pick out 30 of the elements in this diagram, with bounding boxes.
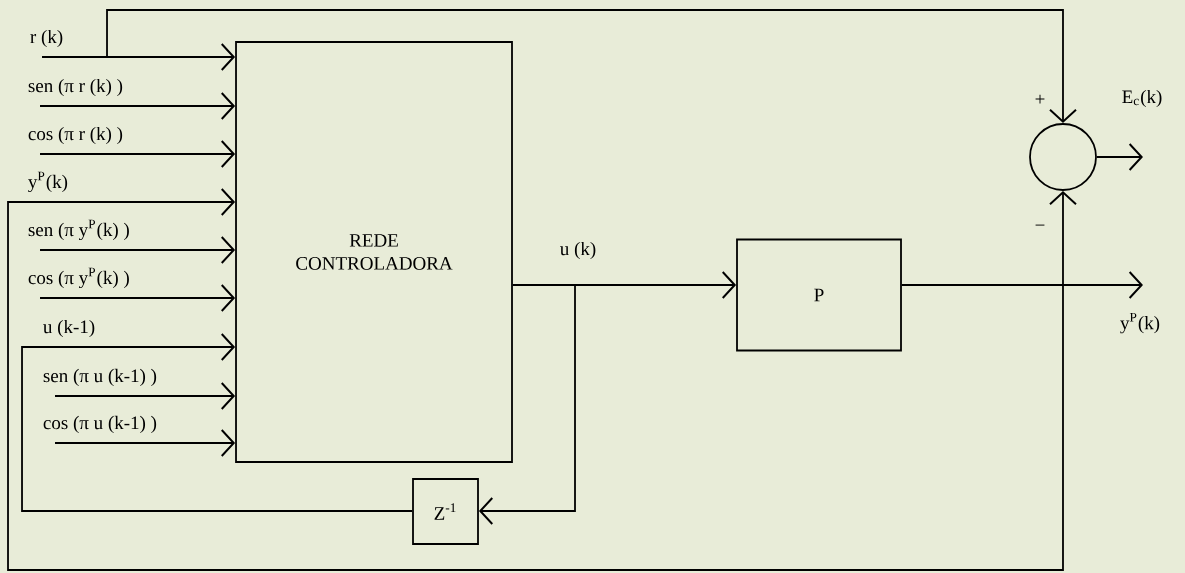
signal-label: sen (π y$^{P}$(k) ) bbox=[28, 219, 129, 241]
arrow bbox=[901, 271, 1143, 299]
signal-label: cos (π r (k) ) bbox=[28, 126, 123, 145]
signal-label: cos (π y$^{P}$(k) ) bbox=[28, 267, 129, 289]
arrow bbox=[478, 284, 576, 525]
sign-label: − bbox=[1035, 224, 1045, 226]
signal-label: E$_{c}$(k) bbox=[1122, 89, 1162, 108]
block-box: REDE CONTROLADORA bbox=[235, 41, 513, 463]
arrow bbox=[54, 429, 236, 457]
arrow bbox=[41, 43, 236, 71]
arrow bbox=[39, 284, 236, 312]
sign-label: + bbox=[1035, 94, 1045, 104]
arrow bbox=[39, 140, 236, 168]
signal-label: y$^{P}$(k) bbox=[28, 171, 68, 193]
arrow bbox=[39, 92, 236, 120]
block-box: P bbox=[736, 238, 902, 352]
summing-junction bbox=[1029, 123, 1097, 191]
arrow bbox=[39, 236, 236, 264]
arrow bbox=[7, 188, 1077, 571]
signal-label: u (k) bbox=[560, 241, 596, 260]
signal-label: cos (π u (k-1) ) bbox=[43, 415, 157, 434]
signal-label: u (k-1) bbox=[43, 319, 95, 338]
arrow bbox=[21, 333, 413, 512]
signal-label: sen (π u (k-1) ) bbox=[43, 368, 157, 387]
arrow bbox=[54, 382, 236, 410]
arrow bbox=[106, 9, 1077, 124]
block-box: Z$^{-1}$ bbox=[412, 478, 479, 545]
signal-label: sen (π r (k) ) bbox=[28, 78, 123, 97]
signal-label: r (k) bbox=[30, 29, 63, 48]
signal-label: y$^{P}$(k) bbox=[1120, 312, 1160, 334]
